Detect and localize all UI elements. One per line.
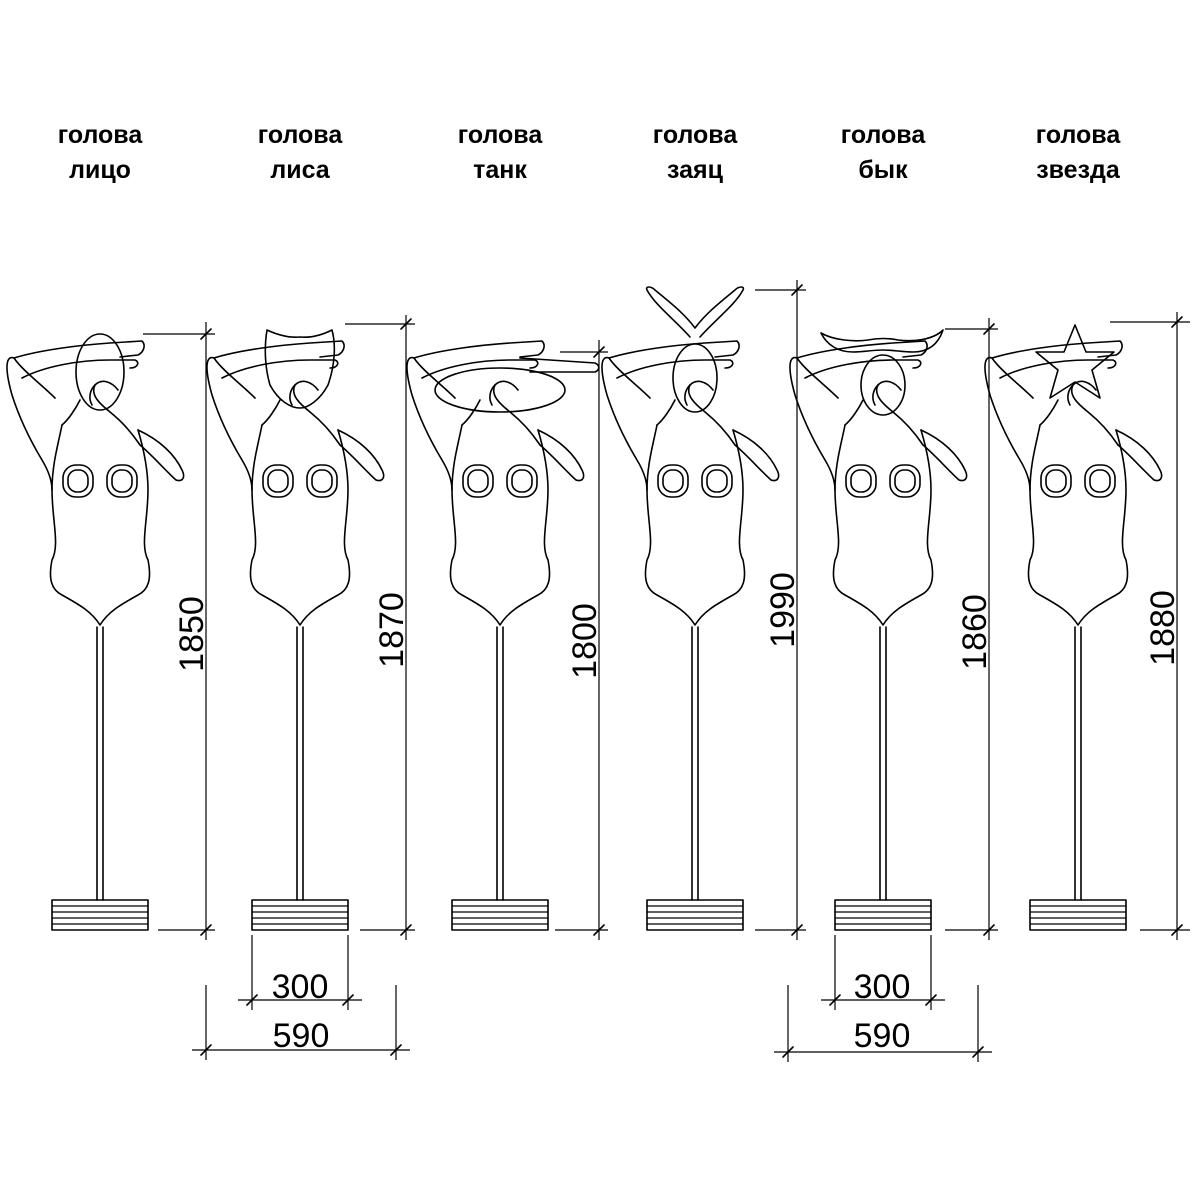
height-dimension-bull: 1860: [945, 318, 998, 940]
label-line1: голова: [458, 121, 544, 149]
label-line2: лицо: [69, 156, 131, 184]
label-line2: звезда: [1036, 156, 1121, 184]
fox-head-icon: [264, 329, 336, 409]
mannequin-star: голова звезда: [984, 121, 1163, 931]
height-dimension-face: 1850: [143, 322, 215, 940]
mannequin-bull: голова бык: [789, 121, 968, 931]
mannequin-face: голова лицо: [6, 121, 185, 931]
mannequin-hare: голова заяц: [601, 121, 780, 931]
base-width-value: 300: [272, 968, 329, 1006]
height-dimension-fox: 1870: [345, 315, 415, 940]
label-line2: танк: [473, 156, 527, 184]
height-value: 1880: [1144, 590, 1182, 666]
width-dimensions-right: 300 590: [774, 935, 992, 1062]
width-dimensions-left: 300 590: [192, 935, 410, 1060]
label-line2: бык: [858, 156, 908, 184]
bull-head-icon: [820, 329, 944, 416]
height-value: 1990: [764, 572, 802, 648]
tank-head-icon: [434, 357, 600, 413]
face-head-icon: [75, 333, 125, 411]
label-line1: голова: [841, 121, 927, 149]
label-line1: голова: [653, 121, 739, 149]
label-line1: голова: [258, 121, 344, 149]
height-value: 1850: [173, 596, 211, 672]
mannequin-fox: голова лиса: [206, 121, 385, 931]
star-head-icon: [1035, 324, 1115, 399]
height-value: 1860: [956, 594, 994, 670]
height-dimension-hare: 1990: [755, 280, 806, 940]
label-line2: лиса: [270, 156, 330, 184]
base-width-value: 300: [854, 968, 911, 1006]
height-dimension-tank: 1800: [555, 340, 608, 940]
label-line2: заяц: [667, 156, 724, 184]
label-line1: голова: [1036, 121, 1122, 149]
footprint-width-value: 590: [854, 1017, 911, 1055]
height-value: 1870: [373, 592, 411, 668]
height-value: 1800: [566, 603, 604, 679]
mannequin-tank: голова танк: [406, 121, 600, 931]
label-line1: голова: [58, 121, 144, 149]
footprint-width-value: 590: [273, 1017, 330, 1055]
hare-head-icon: [645, 286, 745, 413]
height-dimension-star: 1880: [1110, 312, 1190, 940]
